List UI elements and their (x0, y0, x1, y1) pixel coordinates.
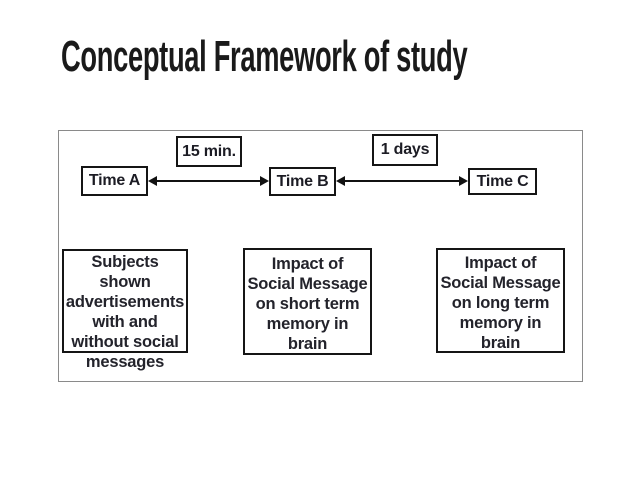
outcome-line: memory in (459, 314, 542, 332)
interval-label: 1 days (380, 141, 430, 158)
outcome-line: Impact of (271, 255, 344, 273)
interval-label: 15 min. (182, 142, 236, 160)
time-box-c: Time C (468, 168, 537, 195)
outcome-line: with and (92, 313, 158, 331)
outcome-line: Social Message (440, 274, 561, 292)
time-label: Time A (88, 172, 141, 189)
outcome-box-long-term: Impact of Social Message on long term me… (436, 248, 565, 353)
outcome-line: Subjects shown (91, 253, 159, 291)
outcome-line: without social (71, 333, 179, 351)
time-box-b: Time B (269, 167, 336, 196)
slide-title: Conceptual Framework of study (61, 32, 468, 81)
arrow-shaft (342, 180, 462, 182)
outcome-box-subjects: Subjects shown advertisements with and w… (62, 249, 188, 371)
outcome-line: Impact of (464, 254, 537, 272)
outcome-box-short-term: Impact of Social Message on short term m… (243, 248, 372, 355)
outcome-line: brain (287, 335, 328, 353)
arrow-time-a-to-b (148, 172, 269, 190)
outcome-line: messages (85, 353, 165, 371)
outcome-line: on long term (451, 294, 550, 312)
time-label: Time C (476, 172, 529, 190)
outcome-line: brain (480, 334, 521, 352)
interval-box-15min: 15 min. (176, 136, 242, 167)
interval-box-1day: 1 days (372, 134, 438, 166)
outcome-line: Social Message (247, 275, 368, 293)
outcome-line: advertisements (65, 293, 185, 311)
time-label: Time B (276, 172, 329, 190)
arrow-time-b-to-c (336, 172, 468, 190)
outcome-line: on short term (255, 295, 360, 313)
time-box-a: Time A (81, 166, 148, 196)
arrow-shaft (154, 180, 263, 182)
outcome-line: memory in (266, 315, 349, 333)
